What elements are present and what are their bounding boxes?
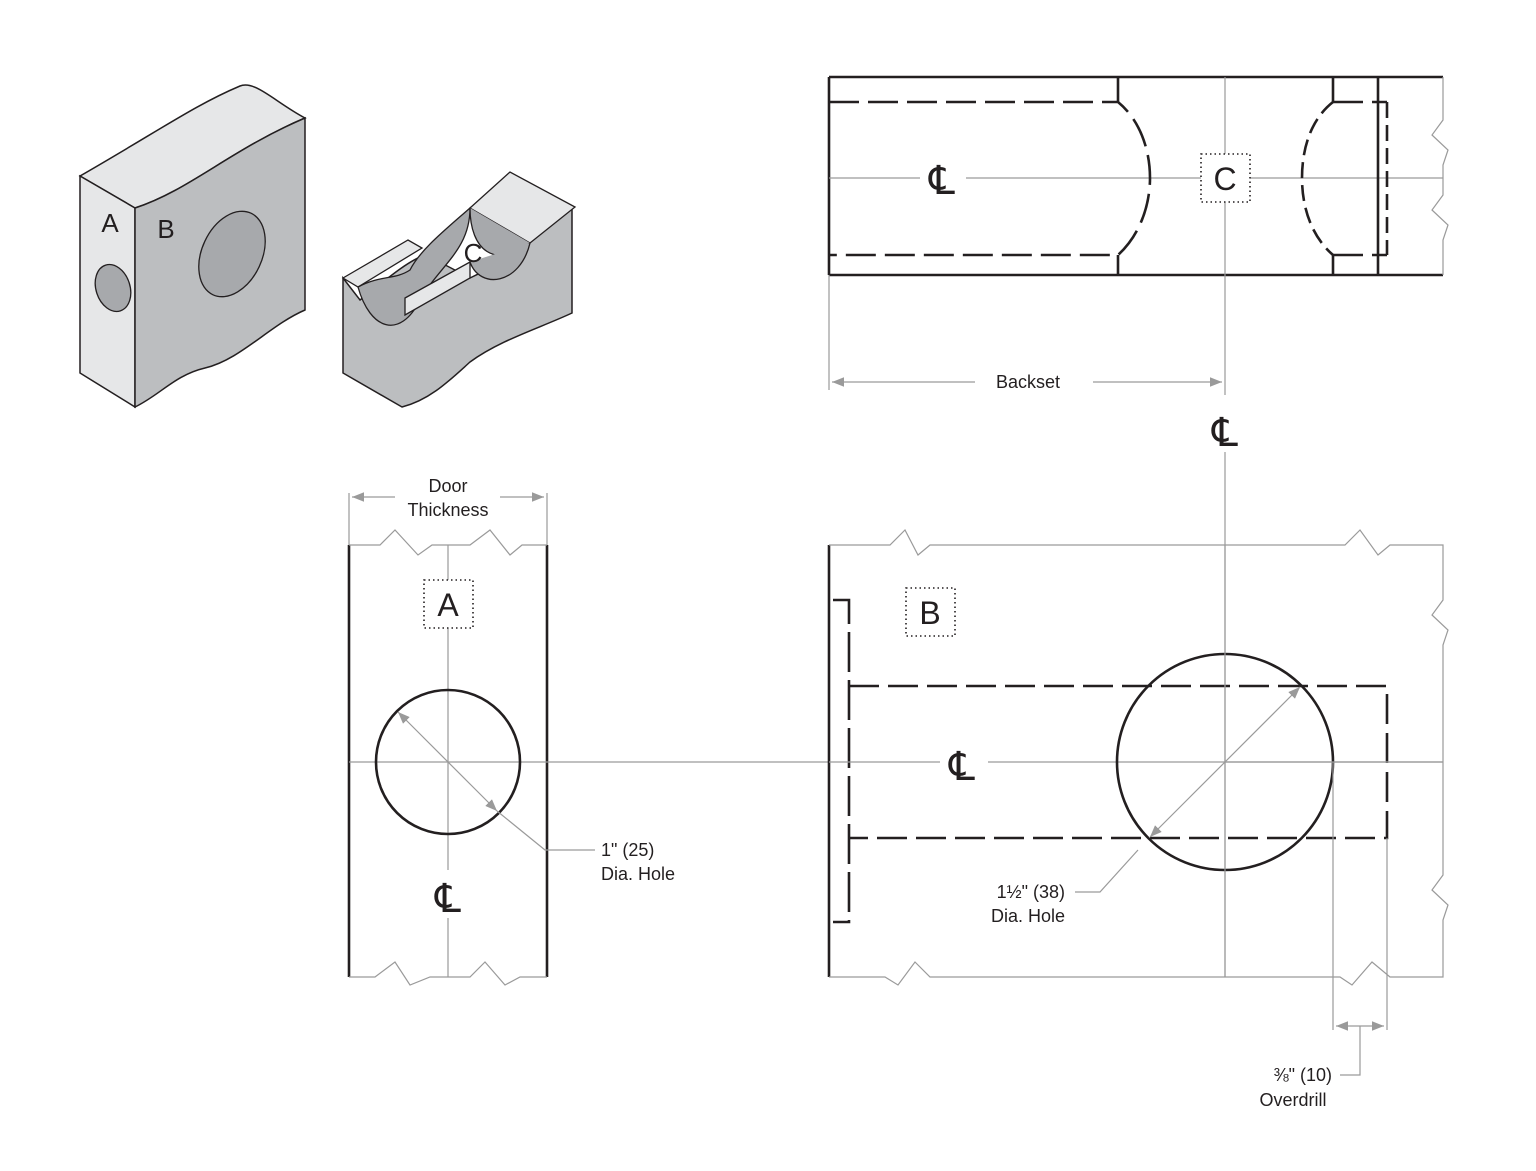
edge-centerline-symbol: ℄ [434, 876, 461, 922]
edge-hole-label-line1: 1" (25) [601, 840, 654, 860]
backset-centerline-symbol: ℄ [1211, 410, 1238, 456]
face-hole-label-line2: Dia. Hole [991, 906, 1065, 926]
top-view: ℄ C Backset ℄ [827, 75, 1449, 545]
overdrill-label-line1: ⅜" (10) [1274, 1065, 1332, 1085]
edge-marker-a: A [437, 587, 459, 623]
face-centerline-symbol: ℄ [948, 744, 975, 790]
iso-label-b: B [157, 214, 174, 244]
edge-hole-label-line2: Dia. Hole [601, 864, 675, 884]
backset-label: Backset [996, 372, 1060, 392]
face-hole-label-line1: 1½" (38) [997, 882, 1065, 902]
door-thickness-line1: Door [428, 476, 467, 496]
top-centerline-symbol: ℄ [928, 158, 955, 204]
face-marker-b: B [919, 595, 940, 631]
edge-view: Door Thickness A 1" (25) Dia. Hole ℄ [347, 476, 829, 986]
top-marker-c: C [1213, 161, 1236, 197]
overdrill-label-line2: Overdrill [1259, 1090, 1326, 1110]
iso-door-block: A B [78, 84, 307, 409]
iso-label-a: A [101, 208, 119, 238]
iso-label-c: C [464, 238, 483, 268]
iso-cut-block: C [341, 171, 577, 408]
face-view: B ℄ 1½" (38) Dia. Hole ⅜" (10) Overdrill [827, 528, 1449, 1110]
door-thickness-line2: Thickness [407, 500, 488, 520]
